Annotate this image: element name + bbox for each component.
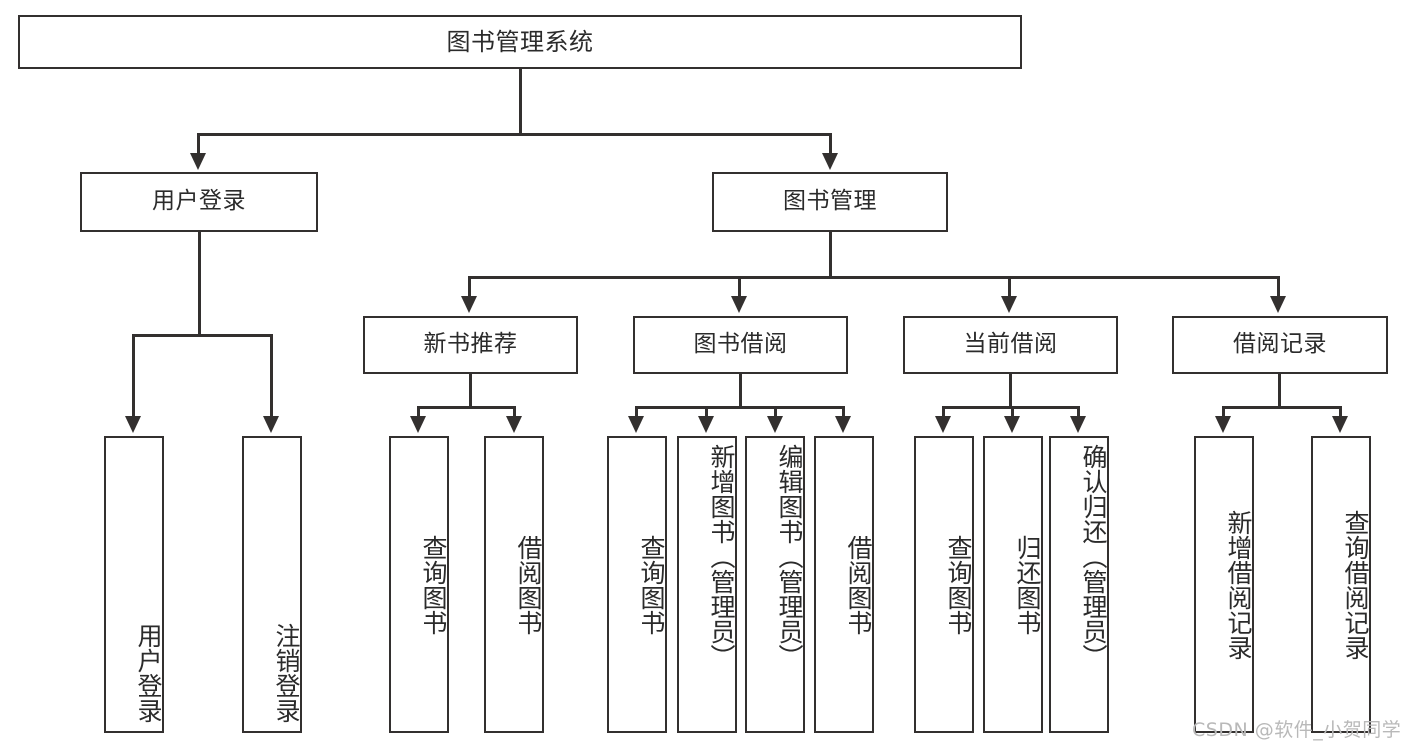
node-label: 图书管理 <box>783 188 877 215</box>
connector-bm-drop-2 <box>738 276 741 298</box>
leaf-query-borrow-record[interactable]: 查询借阅记录 <box>1311 436 1371 733</box>
connector-br-bus <box>1222 406 1342 409</box>
arrowhead-root-to-user-login <box>190 153 206 170</box>
leaf-logout-login[interactable]: 注销登录 <box>242 436 302 733</box>
node-label: 图书借阅 <box>693 331 788 358</box>
connector-bb-drop-2 <box>705 406 708 418</box>
leaf-confirm-return[interactable]: 确认归还（管理员） <box>1049 436 1109 733</box>
connector-user-login-bus <box>132 334 272 337</box>
leaf-edit-book[interactable]: 编辑图书（管理员） <box>745 436 805 733</box>
leaf-return-book[interactable]: 归还图书 <box>983 436 1043 733</box>
arrowhead-bm-borrow-record <box>1270 296 1286 313</box>
arrowhead-cb-leaf-1 <box>935 416 951 433</box>
arrowhead-nbr-leaf-1 <box>410 416 426 433</box>
leaf-borrow-book-2[interactable]: 借阅图书 <box>814 436 874 733</box>
leaf-label: 查询图书 <box>419 534 448 635</box>
connector-bm-drop-4 <box>1277 276 1280 298</box>
arrowhead-bb-leaf-4 <box>835 416 851 433</box>
connector-bb-stem <box>739 374 742 408</box>
node-current-borrow[interactable]: 当前借阅 <box>903 316 1118 374</box>
leaf-borrow-book-1[interactable]: 借阅图书 <box>484 436 544 733</box>
arrowhead-user-login-leaf-1 <box>125 416 141 433</box>
connector-user-login-drop-2 <box>270 334 273 418</box>
leaf-user-login[interactable]: 用户登录 <box>104 436 164 733</box>
connector-bm-drop-3 <box>1008 276 1011 298</box>
node-label: 图书管理系统 <box>446 27 594 56</box>
leaf-label: 编辑图书（管理员） <box>775 444 804 669</box>
connector-root-to-user-login <box>197 133 200 155</box>
node-label: 当前借阅 <box>963 331 1058 358</box>
connector-bb-bus <box>635 406 845 409</box>
connector-user-login-drop-1 <box>132 334 135 418</box>
connector-cb-drop-2 <box>1011 406 1014 418</box>
connector-book-management-stem <box>829 232 832 278</box>
node-new-book-recommend[interactable]: 新书推荐 <box>363 316 578 374</box>
connector-nbr-bus <box>417 406 516 409</box>
arrowhead-cb-leaf-2 <box>1004 416 1020 433</box>
arrowhead-bm-new-book-recommend <box>461 296 477 313</box>
connector-nbr-drop-1 <box>417 406 420 418</box>
connector-bb-drop-1 <box>635 406 638 418</box>
node-book-management-system[interactable]: 图书管理系统 <box>18 15 1022 69</box>
leaf-query-book-1[interactable]: 查询图书 <box>389 436 449 733</box>
leaf-label: 注销登录 <box>272 623 301 723</box>
connector-root-to-book-management <box>829 133 832 155</box>
arrowhead-bm-book-borrow <box>731 296 747 313</box>
leaf-add-borrow-record[interactable]: 新增借阅记录 <box>1194 436 1254 733</box>
leaf-label: 借阅图书 <box>514 534 543 635</box>
leaf-label: 借阅图书 <box>844 534 873 635</box>
connector-bm-drop-1 <box>468 276 471 298</box>
arrowhead-bb-leaf-3 <box>767 416 783 433</box>
arrowhead-bb-leaf-1 <box>628 416 644 433</box>
leaf-label: 查询借阅记录 <box>1341 509 1370 660</box>
arrowhead-bb-leaf-2 <box>698 416 714 433</box>
connector-br-drop-2 <box>1339 406 1342 418</box>
node-label: 借阅记录 <box>1233 331 1327 358</box>
connector-user-login-stem <box>198 232 201 336</box>
arrowhead-nbr-leaf-2 <box>506 416 522 433</box>
connector-bb-drop-3 <box>774 406 777 418</box>
arrowhead-user-login-leaf-2 <box>263 416 279 433</box>
connector-root-bus <box>197 133 832 136</box>
connector-root-stem <box>519 69 522 135</box>
leaf-label: 查询图书 <box>637 534 666 635</box>
arrowhead-cb-leaf-3 <box>1070 416 1086 433</box>
leaf-label: 新增借阅记录 <box>1224 509 1253 660</box>
leaf-label: 查询图书 <box>944 534 973 635</box>
watermark: CSDN @软件_小贺同学 <box>1192 719 1402 741</box>
node-user-login[interactable]: 用户登录 <box>80 172 318 232</box>
leaf-label: 确认归还（管理员） <box>1079 444 1108 669</box>
arrowhead-bm-current-borrow <box>1001 296 1017 313</box>
node-borrow-record[interactable]: 借阅记录 <box>1172 316 1388 374</box>
connector-br-drop-1 <box>1222 406 1225 418</box>
connector-br-stem <box>1278 374 1281 408</box>
connector-bb-drop-4 <box>842 406 845 418</box>
connector-cb-drop-3 <box>1077 406 1080 418</box>
connector-cb-drop-1 <box>942 406 945 418</box>
node-book-borrow[interactable]: 图书借阅 <box>633 316 848 374</box>
connector-cb-stem <box>1009 374 1012 408</box>
leaf-query-book-3[interactable]: 查询图书 <box>914 436 974 733</box>
leaf-add-book[interactable]: 新增图书（管理员） <box>677 436 737 733</box>
arrowhead-br-leaf-2 <box>1332 416 1348 433</box>
node-label: 用户登录 <box>152 188 246 215</box>
arrowhead-br-leaf-1 <box>1215 416 1231 433</box>
leaf-query-book-2[interactable]: 查询图书 <box>607 436 667 733</box>
connector-nbr-drop-2 <box>513 406 516 418</box>
node-book-management[interactable]: 图书管理 <box>712 172 948 232</box>
leaf-label: 归还图书 <box>1013 534 1042 635</box>
connector-book-management-bus <box>468 276 1280 279</box>
leaf-label: 新增图书（管理员） <box>707 444 736 669</box>
node-label: 新书推荐 <box>423 331 518 358</box>
arrowhead-root-to-book-management <box>822 153 838 170</box>
connector-nbr-stem <box>469 374 472 408</box>
leaf-label: 用户登录 <box>134 623 163 723</box>
